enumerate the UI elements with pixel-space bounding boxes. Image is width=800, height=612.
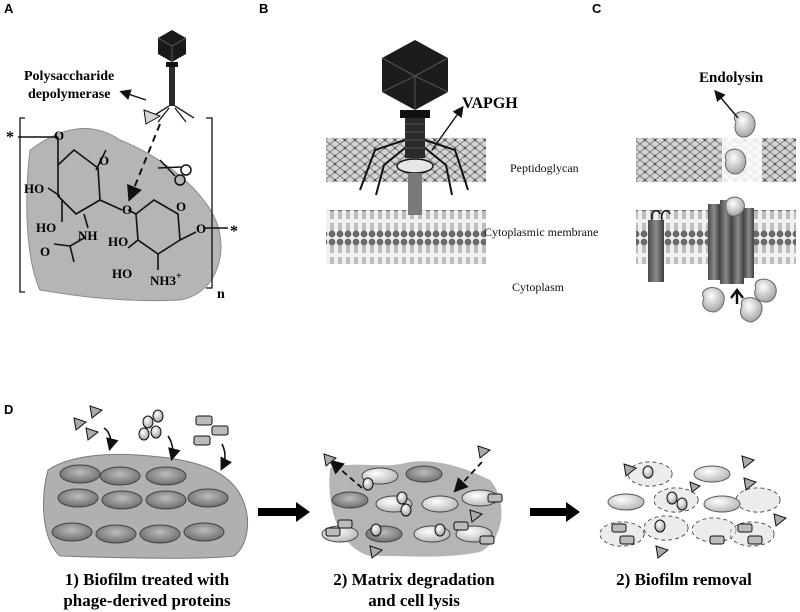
panel-a-letter: A bbox=[4, 1, 14, 16]
peptidoglycan-label: Peptidoglycan bbox=[510, 161, 579, 175]
released-depolymerase-1 bbox=[323, 453, 338, 467]
membrane-layer-b bbox=[326, 210, 486, 264]
glycosidic-oxygen: O bbox=[122, 202, 132, 217]
step-1-caption-line-1: 1) Biofilm treated with bbox=[65, 570, 230, 589]
ring-2-oxygen: O bbox=[176, 199, 186, 214]
repeat-bracket-right bbox=[206, 117, 213, 289]
vapgh-arrow bbox=[431, 105, 464, 151]
endolysin-molecule-4 bbox=[702, 287, 725, 313]
transmembrane-protein-left bbox=[648, 209, 671, 282]
hydroxyl-3: HO bbox=[108, 234, 128, 249]
hydroxyl-4: HO bbox=[112, 266, 132, 281]
endolysin-molecule-3 bbox=[725, 196, 745, 217]
polysaccharide-matrix bbox=[26, 128, 222, 302]
phage-proteins-incoming bbox=[73, 405, 229, 446]
bound-proteins-step2 bbox=[325, 477, 503, 559]
sugar-ring-1 bbox=[47, 137, 123, 263]
endolysin-label: Endolysin bbox=[699, 70, 764, 86]
hydroxyl-1: HO bbox=[24, 181, 44, 196]
scissors-icon bbox=[157, 159, 192, 186]
cleavage-dashed-arrow bbox=[127, 123, 161, 202]
step-2-caption-line-2: and cell lysis bbox=[368, 591, 460, 610]
sugar-ring-2 bbox=[127, 199, 228, 270]
dashed-release-arrows bbox=[329, 459, 483, 493]
endolysin-passage-arrow bbox=[730, 288, 744, 304]
phage-panel-a bbox=[143, 30, 195, 125]
panel-c-letter: C bbox=[592, 1, 602, 16]
panel-b-letter: B bbox=[259, 1, 268, 16]
panel-d-letter: D bbox=[4, 402, 13, 417]
process-arrow-2 bbox=[530, 502, 580, 522]
ring-1-oxygen: O bbox=[99, 153, 109, 168]
phage-panel-b bbox=[359, 40, 469, 215]
cytoplasmic-membrane-label: Cytoplasmic membrane bbox=[484, 225, 598, 239]
step-3-caption: 2) Biofilm removal bbox=[616, 570, 752, 589]
protein-entry-arrows bbox=[103, 427, 233, 471]
process-arrow-1 bbox=[258, 502, 310, 522]
depolymerase-label-2: depolymerase bbox=[28, 87, 110, 102]
ammonium-label: NH3+ bbox=[150, 271, 182, 288]
peptidoglycan-layer-c bbox=[636, 138, 796, 182]
endolysin-molecule-6 bbox=[739, 297, 763, 323]
atom-o-top: O bbox=[54, 128, 64, 143]
amide-nh: NH bbox=[78, 228, 98, 243]
step-2-caption-line-1: 2) Matrix degradation bbox=[333, 570, 495, 589]
released-depolymerase-2 bbox=[477, 445, 492, 459]
chain-star-right: * bbox=[230, 223, 238, 240]
repeat-n-label: n bbox=[217, 287, 225, 302]
removed-biofilm bbox=[599, 455, 788, 559]
chain-star-left: * bbox=[6, 129, 14, 146]
endolysin-arrow bbox=[714, 89, 739, 119]
repeat-bracket-left bbox=[19, 117, 25, 293]
hydroxyl-2: HO bbox=[36, 220, 56, 235]
endolysin-molecule-1 bbox=[734, 111, 756, 138]
depolymerase-arrow bbox=[119, 89, 147, 101]
acetyl-oxygen: O bbox=[40, 244, 50, 259]
holin-pore bbox=[708, 200, 754, 284]
depolymerase-label-1: Polysaccharide bbox=[24, 69, 114, 84]
step-1-caption-line-2: phage-derived proteins bbox=[63, 591, 231, 610]
cytoplasm-label: Cytoplasm bbox=[512, 280, 565, 294]
vapgh-label: VAPGH bbox=[462, 95, 518, 112]
intact-cells bbox=[51, 464, 229, 544]
endolysin-molecule-5 bbox=[754, 278, 777, 303]
endolysin-molecule-2 bbox=[724, 148, 747, 175]
chain-end-oxygen: O bbox=[196, 221, 206, 236]
